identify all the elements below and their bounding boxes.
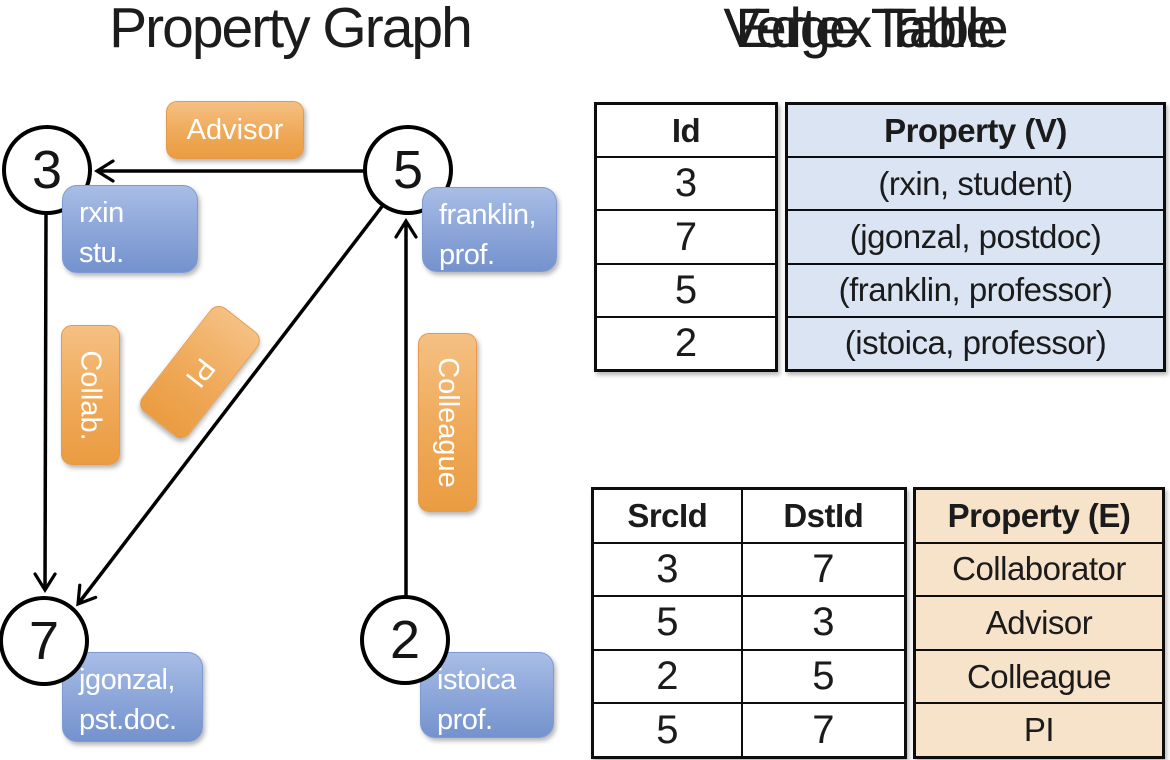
vertex-table-title: Vertex Table xyxy=(723,0,1008,59)
edge-table-dstid-cell: 7 xyxy=(742,541,904,596)
property-line-1: rxin xyxy=(79,197,124,229)
vertex-table-property-cell: (jgonzal, postdoc) xyxy=(788,209,1163,262)
edge-table-dstid-cell: 5 xyxy=(742,648,904,703)
vertex-table-property-cell: (istoica, professor) xyxy=(788,315,1163,369)
edge-label-text: Collab. xyxy=(75,349,107,441)
edge-table-dstid-header: DstId xyxy=(783,496,864,534)
vertex-table-property-header: Property (V) xyxy=(884,111,1067,149)
property-line-2: stu. xyxy=(79,237,124,270)
edge-table-id-columns: SrcId 3 5 2 5 DstId 7 3 5 7 xyxy=(591,487,907,759)
edge-table-srcid-cell: 5 xyxy=(594,702,741,756)
edge-label-text: PI xyxy=(179,351,222,393)
vertex-table-property-column: Property (V) (rxin, student) (jgonzal, p… xyxy=(785,102,1166,372)
node-id-label: 2 xyxy=(389,610,421,670)
property-line-2: pst.doc. xyxy=(79,704,177,737)
edge-table-srcid-column: SrcId 3 5 2 5 xyxy=(594,490,741,756)
edge-table-dstid-cell: 3 xyxy=(742,595,904,649)
property-line-2: prof. xyxy=(437,704,493,737)
edge-label-colleague: Colleague xyxy=(418,333,477,512)
vertex-table-id-cell: 2 xyxy=(597,315,775,369)
edge-table-property-cell: PI xyxy=(916,702,1162,756)
property-graph-title: Property Graph xyxy=(109,0,473,60)
vertex-table-id-cell: 7 xyxy=(597,209,775,262)
edge-label-text: Colleague xyxy=(432,357,465,488)
graph-node-7: 7 xyxy=(0,596,89,686)
property-line-2: prof. xyxy=(439,239,495,272)
node-property-box-5: franklin, prof. xyxy=(422,187,557,272)
property-line-1: franklin, xyxy=(439,199,537,231)
edge-table-property-cell: Advisor xyxy=(916,595,1162,649)
edge-label-text: Advisor xyxy=(186,113,284,146)
vertex-table-id-header: Id xyxy=(671,111,701,149)
edge-table-srcid-header: SrcId xyxy=(627,496,708,534)
edge-arrow-3-to-7 xyxy=(45,213,46,590)
edge-label-advisor: Advisor xyxy=(166,101,304,159)
node-id-label: 7 xyxy=(28,611,60,671)
edge-label-collab: Collab. xyxy=(61,325,120,465)
vertex-table-property-cell: (franklin, professor) xyxy=(788,262,1163,316)
graph-edges-svg xyxy=(0,0,580,760)
vertex-table-property-cell: (rxin, student) xyxy=(788,156,1163,209)
vertex-table-id-cell: 5 xyxy=(597,262,775,316)
node-id-label: 3 xyxy=(31,140,63,200)
property-line-1: istoica xyxy=(437,664,516,696)
edge-table-property-cell: Colleague xyxy=(916,648,1162,703)
node-property-box-3: rxin stu. xyxy=(62,185,198,273)
edge-table-property-column: Property (E) Collaborator Advisor Collea… xyxy=(913,487,1165,759)
edge-table-srcid-cell: 5 xyxy=(594,595,741,649)
edge-table-property-cell: Collaborator xyxy=(916,541,1162,596)
edge-table-srcid-cell: 3 xyxy=(594,541,741,596)
node-property-box-2: istoica prof. xyxy=(420,652,554,738)
node-id-label: 5 xyxy=(392,140,424,200)
edge-table-dstid-cell: 7 xyxy=(742,702,904,756)
edge-table-srcid-cell: 2 xyxy=(594,648,741,703)
node-property-box-7: jgonzal, pst.doc. xyxy=(62,652,203,742)
property-line-1: jgonzal, xyxy=(79,664,175,696)
vertex-table-id-cell: 3 xyxy=(597,156,775,209)
edge-table-title: Edge Table xyxy=(735,0,996,59)
edge-arrow-5-to-7 xyxy=(78,194,392,604)
graph-node-2: 2 xyxy=(360,595,450,685)
edge-table-property-header: Property (E) xyxy=(947,496,1131,534)
vertex-table-id-column: Id 3 7 5 2 xyxy=(594,102,778,372)
edge-table-dstid-column: DstId 7 3 5 7 xyxy=(740,490,904,756)
